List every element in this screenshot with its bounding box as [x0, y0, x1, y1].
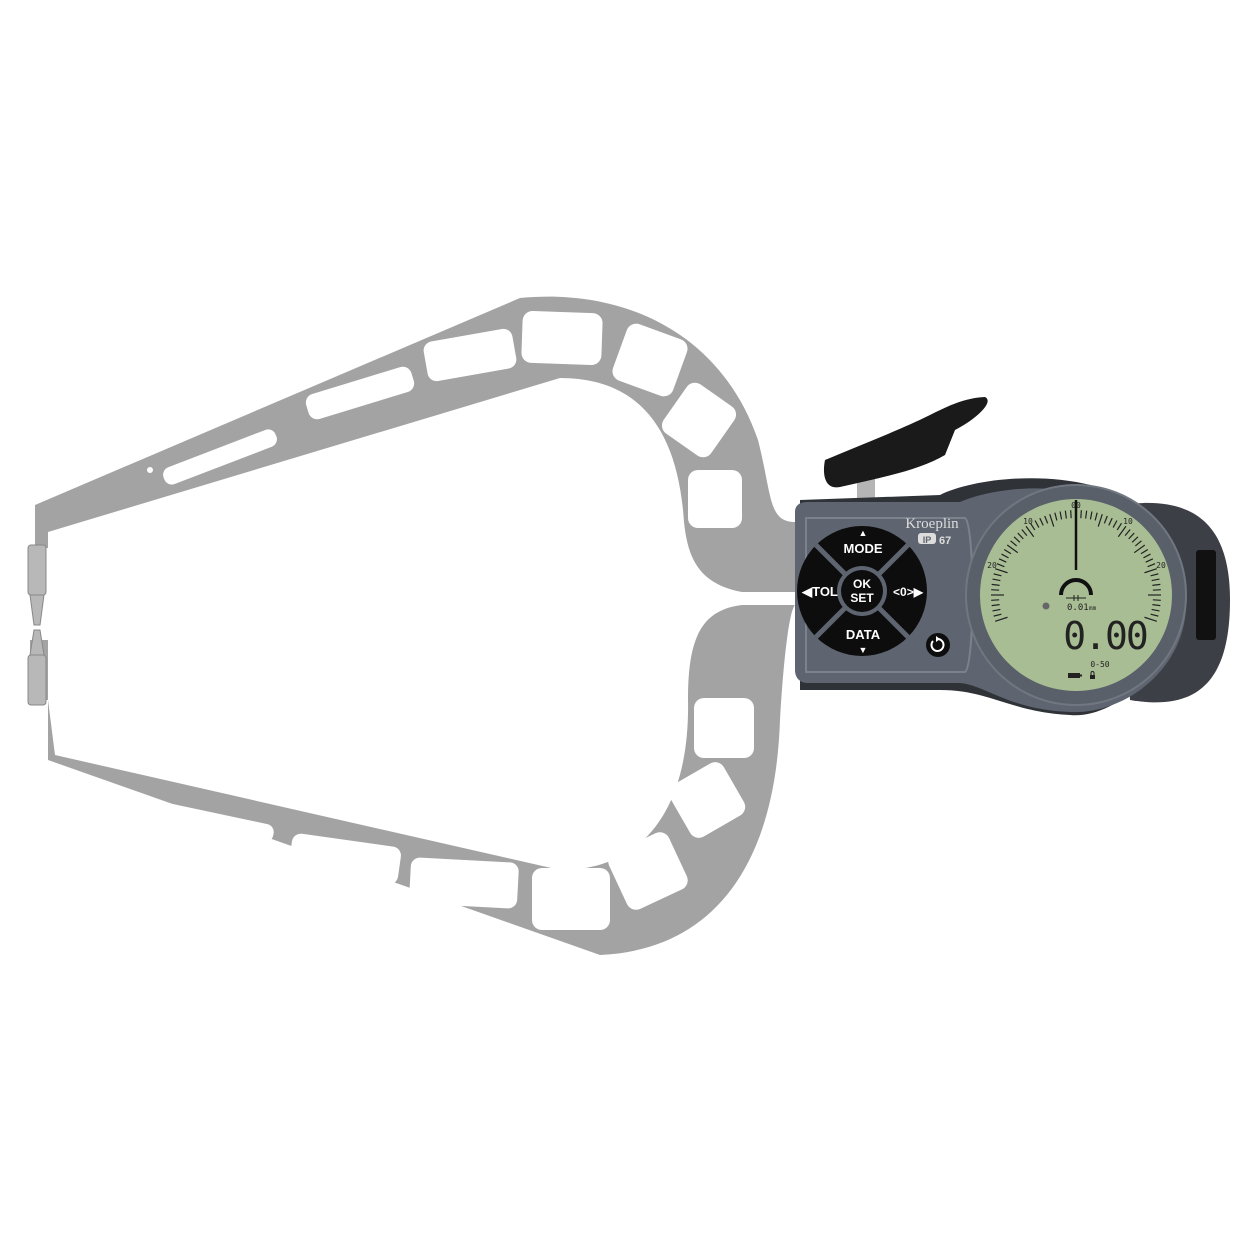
dial-tick: [1152, 583, 1161, 586]
upper-jaw: [35, 296, 795, 592]
range-indicator: 0-50: [1090, 660, 1109, 669]
dial-tick: [1029, 522, 1036, 531]
brand-logo: Kroeplin: [905, 516, 959, 532]
dial-tick: [1003, 548, 1012, 555]
tol-button[interactable]: ◀TOL: [801, 584, 838, 599]
dial-tick: [1085, 510, 1088, 519]
dial-tick: [1112, 520, 1118, 528]
dial-tick: [1134, 540, 1142, 547]
dial-tick: [1124, 529, 1131, 537]
dial-tick: [1049, 513, 1055, 527]
dial-tick: [991, 604, 1000, 607]
dial-tick: [1039, 517, 1044, 526]
resolution-value: 0.01: [1067, 603, 1089, 613]
dial-tick: [1017, 532, 1024, 540]
ip-badge: [918, 533, 936, 544]
ip-badge-text: IP: [923, 535, 932, 545]
dial-tick: [1094, 512, 1098, 521]
power-icon: [930, 638, 945, 652]
dial-tick: [1001, 553, 1009, 559]
dial-tick: [1034, 520, 1040, 528]
dial-tick: [1150, 573, 1159, 577]
scale-label-left-20: 20: [987, 561, 997, 570]
dial-tick: [1143, 553, 1151, 559]
dial-tick: [993, 613, 1002, 617]
main-reading: 0.00: [1063, 614, 1147, 658]
dial-tick: [1151, 578, 1160, 582]
status-dot: [1042, 602, 1050, 610]
zero-button[interactable]: <0>▶: [893, 585, 924, 599]
outside-measure-icon: [1059, 578, 1093, 596]
lcd-screen: [980, 499, 1172, 691]
dial-tick: [1010, 540, 1018, 547]
dial-tick: [1144, 616, 1158, 622]
dial-tick: [1044, 515, 1049, 524]
dial-scale-ticks: [991, 510, 1161, 622]
dial-tick: [991, 583, 1000, 586]
battery-icon: [1068, 673, 1082, 678]
dial-tick: [1131, 536, 1139, 543]
dial-tick: [1152, 604, 1161, 607]
mode-button[interactable]: MODE: [844, 541, 883, 556]
dial-tick: [998, 558, 1007, 563]
dial-tick: [1151, 608, 1160, 612]
lower-jaw: [30, 605, 795, 955]
dial-tick: [1116, 522, 1123, 531]
dial-tick: [1117, 525, 1127, 538]
dial-tick: [1128, 532, 1135, 540]
dial-tick: [1103, 515, 1108, 524]
dial-tick: [1064, 510, 1067, 519]
dial-tick: [992, 578, 1001, 582]
power-button[interactable]: [926, 633, 950, 657]
resolution-unit: mm: [1089, 605, 1097, 612]
scale-label-right-10: 10: [1123, 517, 1133, 526]
dial-tick: [991, 589, 1000, 591]
dial-tick: [1144, 568, 1158, 574]
dial-tick: [1089, 511, 1093, 520]
set-label: SET: [850, 591, 874, 605]
data-button[interactable]: DATA: [846, 627, 881, 642]
dial-tick: [996, 563, 1005, 568]
dial-tick: [1070, 510, 1072, 519]
dial-tick: [1152, 599, 1161, 601]
dial-tick: [1013, 536, 1021, 543]
dial-tick: [992, 608, 1001, 612]
dial-tick: [1108, 517, 1113, 526]
dial-tick: [1080, 510, 1082, 519]
dial-tick: [994, 616, 1008, 622]
scale-label-right-20: 20: [1156, 561, 1166, 570]
keypad: [797, 526, 927, 656]
contact-tips: [27, 544, 47, 706]
side-button[interactable]: [1196, 550, 1216, 640]
dial-tick: [1025, 525, 1035, 538]
dial-tick: [1147, 563, 1156, 568]
dial-tick: [994, 568, 1008, 574]
dial-tick: [993, 573, 1002, 577]
scale-label-left-10: 10: [1023, 517, 1033, 526]
dial-tick: [1133, 544, 1146, 554]
data-down-arrow: ▼: [859, 645, 868, 655]
dial-tick: [1152, 589, 1161, 591]
ok-set-button[interactable]: [841, 570, 883, 612]
dial-tick: [1021, 529, 1028, 537]
lock-icon: [1090, 671, 1095, 679]
dial-tick: [1145, 558, 1154, 563]
ip-rating: 67: [939, 535, 951, 547]
display-bezel: [965, 484, 1187, 706]
dial-tick: [1054, 512, 1058, 521]
dial-tick: [1150, 613, 1159, 617]
mode-up-arrow: ▲: [859, 528, 868, 538]
dial-tick: [1097, 513, 1103, 527]
dial-tick: [1059, 511, 1063, 520]
dial-tick: [1140, 548, 1149, 555]
dial-tick: [1006, 544, 1019, 554]
dial-tick: [991, 599, 1000, 601]
ok-label: OK: [853, 577, 871, 591]
